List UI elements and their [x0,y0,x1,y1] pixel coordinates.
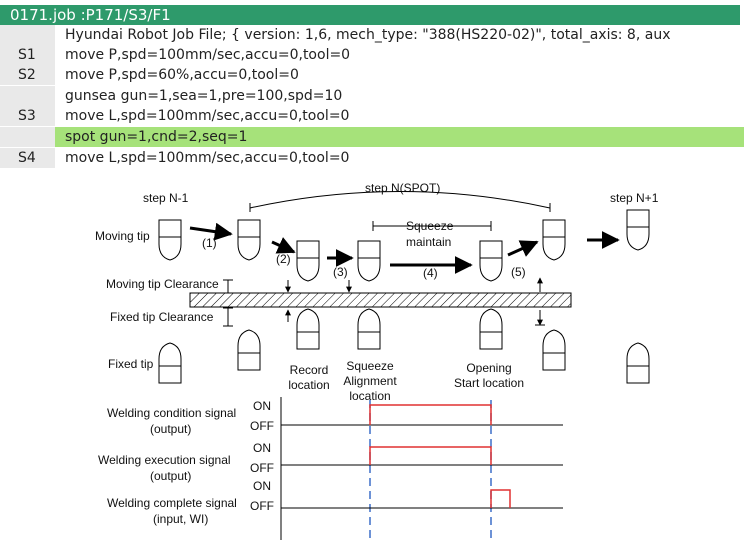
job-line-highlighted[interactable]: spot gun=1,cnd=2,seq=1 [0,127,744,147]
step-label: S4 [18,150,36,166]
line-gutter [0,86,55,106]
label-record: Record [290,363,329,377]
label-execution-output: (output) [150,469,191,483]
job-line[interactable]: S4 move L,spd=100mm/sec,accu=0,tool=0 [0,148,744,168]
line-gutter [0,25,55,45]
job-line[interactable]: S2 move P,spd=60%,accu=0,tool=0 [0,65,744,85]
label-squeeze-align-1: Squeeze [346,359,394,373]
step-label: S1 [18,47,36,63]
fixed-tip-step-prev [158,342,182,384]
workpiece-plate [189,292,572,308]
step-number-1: (1) [202,236,217,250]
fixed-tip-step-next [626,342,650,384]
moving-tip-record [296,240,320,282]
line-text: gunsea gun=1,sea=1,pre=100,spd=10 [65,88,343,104]
step-number-2: (2) [276,252,291,266]
fixed-tip-opening [479,308,503,350]
on-label: ON [253,479,271,493]
moving-tip-end [542,219,566,261]
label-complete-input: (input, WI) [153,512,208,526]
job-line[interactable]: S3 move L,spd=100mm/sec,accu=0,tool=0 [0,106,744,126]
on-label: ON [253,399,271,413]
job-line[interactable]: Hyundai Robot Job File; { version: 1,6, … [0,25,744,45]
label-moving-tip: Moving tip [95,229,150,243]
label-squeeze-align-3: location [349,389,390,403]
label-fixed-clearance: Fixed tip Clearance [110,310,214,324]
label-condition-output: (output) [150,422,191,436]
label-squeeze-align-2: Alignment [343,374,397,388]
line-text: move L,spd=100mm/sec,accu=0,tool=0 [65,150,350,166]
on-label: ON [253,441,271,455]
label-fixed-tip: Fixed tip [108,357,154,371]
step-number-3: (3) [333,265,348,279]
line-gutter [0,127,55,147]
label-execution-signal: Welding execution signal [98,453,231,467]
job-header: 0171.job :P171/S3/F1 [0,5,740,25]
label-opening-start: Start location [454,376,524,390]
line-text: move L,spd=100mm/sec,accu=0,tool=0 [65,108,350,124]
line-gutter [0,106,55,126]
moving-tip-step-next [626,209,650,251]
line-text: move P,spd=100mm/sec,accu=0,tool=0 [65,47,351,63]
line-text: spot gun=1,cnd=2,seq=1 [55,127,744,147]
line-text: Hyundai Robot Job File; { version: 1,6, … [65,27,671,43]
moving-tip-start [237,219,261,261]
step-number-4: (4) [423,266,438,280]
line-gutter [0,148,55,168]
label-condition-signal: Welding condition signal [107,406,236,420]
off-label: OFF [250,419,274,433]
label-step-spot: step N(SPOT) [365,181,440,195]
moving-tip-step-prev [158,219,182,261]
execution-pulse [369,446,492,465]
step-number-5: (5) [511,265,526,279]
motion-arrow-5 [507,240,539,257]
label-step-prev: step N-1 [143,191,189,205]
fixed-tip-start [237,329,261,371]
label-step-next: step N+1 [610,191,659,205]
job-line[interactable]: gunsea gun=1,sea=1,pre=100,spd=10 [0,86,744,106]
off-label: OFF [250,499,274,513]
step-n-brace [249,191,551,209]
moving-tip-opening [479,240,503,282]
label-moving-clearance: Moving tip Clearance [106,277,219,291]
fixed-tip-record [296,308,320,350]
line-gutter [0,65,55,85]
motion-arrow-1 [189,222,233,241]
job-line[interactable]: S1 move P,spd=100mm/sec,accu=0,tool=0 [0,45,744,65]
label-maintain: maintain [406,235,451,249]
line-text: move P,spd=60%,accu=0,tool=0 [65,67,299,83]
fixed-tip-end [542,329,566,371]
label-opening: Opening [466,361,511,375]
step-label: S3 [18,108,36,124]
fixed-tip-squeeze [357,308,381,350]
step-label: S2 [18,67,36,83]
label-complete-signal: Welding complete signal [107,496,237,510]
motion-arrow-2 [271,237,296,254]
line-gutter [0,45,55,65]
label-record-location: location [288,378,329,392]
condition-pulse [369,404,492,425]
off-label: OFF [250,461,274,475]
complete-pulse [490,489,511,508]
moving-tip-squeeze [357,240,381,282]
